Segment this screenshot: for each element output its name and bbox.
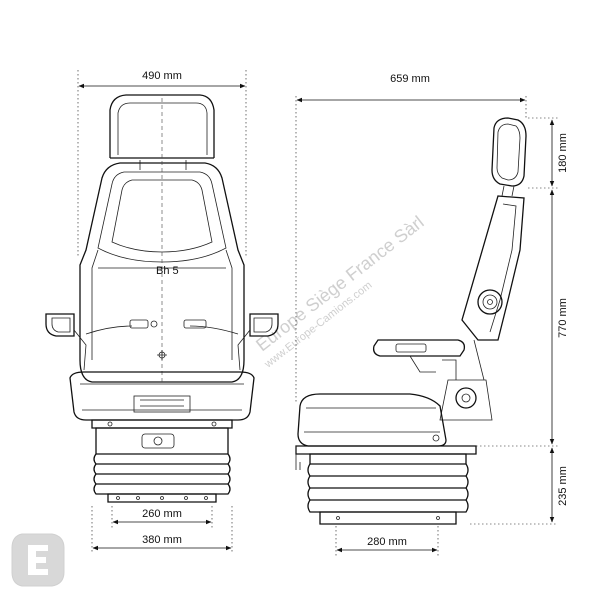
europe-camions-logo [11, 533, 65, 587]
dim-label-260: 260 mm [142, 508, 182, 520]
front-dimensions: 490 mm 260 mm 380 mm [77, 70, 247, 554]
watermark: Europe Siège France Sàrl www.Europe-Cami… [252, 212, 428, 371]
dim-label-280: 280 mm [367, 536, 407, 548]
dim-label-235: 235 mm [557, 466, 569, 506]
watermark-company: Europe Siège France Sàrl [252, 212, 428, 355]
dim-label-490: 490 mm [142, 70, 182, 82]
front-view: Bh 5 [45, 94, 279, 503]
side-view [295, 117, 527, 525]
dim-label-770: 770 mm [557, 298, 569, 338]
dim-label-380: 380 mm [142, 534, 182, 546]
front-center-label: Bh 5 [156, 265, 179, 277]
dim-label-180: 180 mm [557, 133, 569, 173]
side-dimensions: 659 mm 180 mm 770 mm 235 mm 280 mm [295, 73, 569, 556]
dim-label-659: 659 mm [390, 73, 430, 85]
